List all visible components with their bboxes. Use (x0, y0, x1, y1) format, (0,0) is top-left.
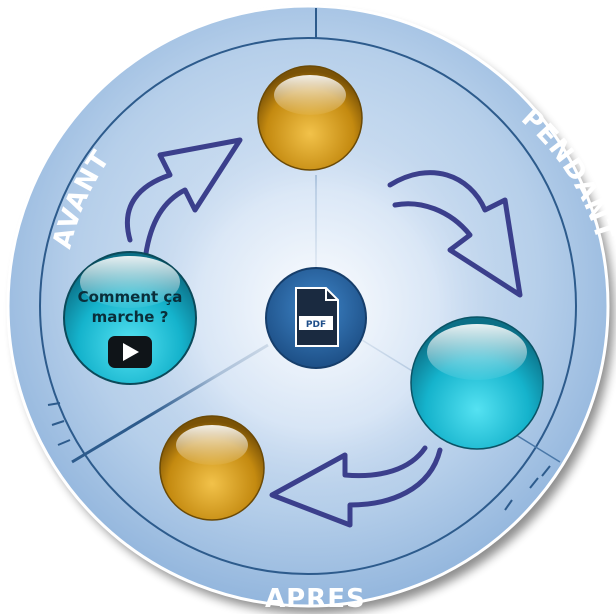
video-label-line1: Comment ça (78, 288, 183, 306)
sphere-top[interactable] (257, 65, 363, 171)
outer-rim (6, 4, 610, 608)
sphere-right[interactable] (410, 316, 544, 450)
video-button[interactable]: Comment ça marche ? (63, 251, 197, 385)
arrow-avant-to-top (124, 137, 243, 263)
arrow-top-to-right (387, 170, 523, 298)
tick-marks (47, 402, 551, 511)
pdf-label: PDF (306, 320, 326, 330)
video-label-line2: marche ? (92, 308, 169, 326)
arrow-right-to-bottom (269, 445, 443, 528)
sphere-bottom[interactable] (159, 415, 265, 521)
pdf-document-icon: PDF (295, 287, 339, 347)
pdf-button[interactable]: PDF (265, 267, 367, 369)
play-icon[interactable] (108, 336, 152, 368)
inner-ring-border (39, 37, 577, 575)
label-apres: APRES (265, 584, 366, 614)
